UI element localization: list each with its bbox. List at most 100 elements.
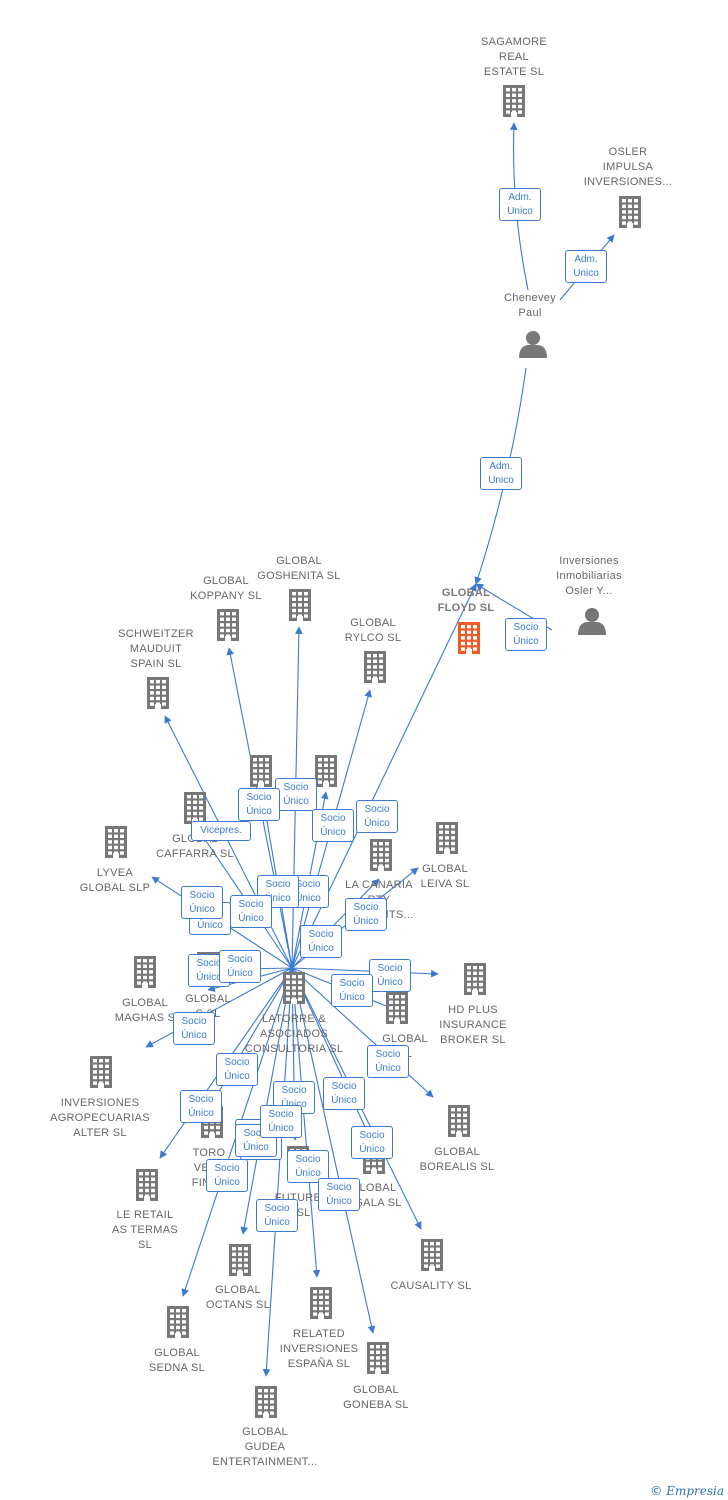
person-icon-chenevey[interactable] [519,331,547,358]
company-icon-borealis[interactable] [448,1105,470,1137]
company-icon-goshenita[interactable] [289,589,311,621]
node-label-line: RYLCO SL [344,632,402,644]
company-icon-do_hidden[interactable] [250,755,272,787]
relation-badge-line: Socio [265,879,291,890]
company-icon-sedna[interactable] [167,1306,189,1338]
edge-latorre-to-goneba [291,967,376,1334]
node-label-line: GOSHENITA SL [257,570,341,582]
company-icon-goneba[interactable] [367,1342,389,1374]
node-label-causality[interactable]: CAUSALITY SL [366,1279,496,1294]
company-icon-hd_plus[interactable] [464,963,486,995]
company-icon-osler_impulsa[interactable] [619,196,641,228]
company-icon-la_canaria[interactable] [370,839,392,871]
relation-badge-line: Único [308,943,334,954]
node-label-line: GLOBAL SLP [79,882,151,894]
company-icon-octans[interactable] [229,1244,251,1276]
company-icon-sagamore[interactable] [503,85,525,117]
relation-badge[interactable]: Adm.Unico [499,188,541,221]
relation-badge[interactable]: Adm.Unico [480,457,522,490]
company-icon-global_right[interactable] [386,992,408,1024]
company-icon-koppany[interactable] [217,609,239,641]
relation-badge-line: Socio [243,1128,269,1139]
relation-badge-line: Socio [189,890,215,901]
company-icon-schweitzer[interactable] [147,677,169,709]
relation-badge-line: Único [326,1196,352,1207]
relation-badge-line: Único [513,636,539,647]
relation-badge[interactable]: Adm.Unico [565,250,607,283]
company-icon-global_floyd[interactable] [458,622,480,654]
relation-badge-line: Único [364,818,390,829]
company-icon-leiva[interactable] [436,822,458,854]
company-icon-caffarra[interactable] [184,792,206,824]
company-icon-le_retail[interactable] [136,1169,158,1201]
brand-logo[interactable]: Empresia [666,1484,724,1498]
company-icon-related[interactable] [310,1287,332,1319]
company-icon-lyvea[interactable] [105,826,127,858]
relation-badge-line: Único [377,977,403,988]
company-icon-causality[interactable] [421,1239,443,1271]
relation-badge-line: Socio [359,1130,385,1141]
company-icon-rylco[interactable] [364,651,386,683]
node-label-line: GLOBAL [215,1284,261,1296]
company-icon-agropecuarias[interactable] [90,1056,112,1088]
company-icon-latorre[interactable] [283,972,305,1004]
person-icon-inversiones_osler[interactable] [578,608,606,635]
relation-badge-line: Único [375,1063,401,1074]
node-label-line: AS TERMAS [111,1224,179,1236]
node-label-line: IMPULSA [602,161,654,173]
company-icon-gudea[interactable] [255,1386,277,1418]
company-icon-maghas[interactable] [134,956,156,988]
relation-badge-line: Único [265,893,291,904]
node-label-line: Paul [518,307,542,319]
relation-badge[interactable]: Vicepres. [191,821,251,841]
company-icon-global_hidden2[interactable] [315,755,337,787]
